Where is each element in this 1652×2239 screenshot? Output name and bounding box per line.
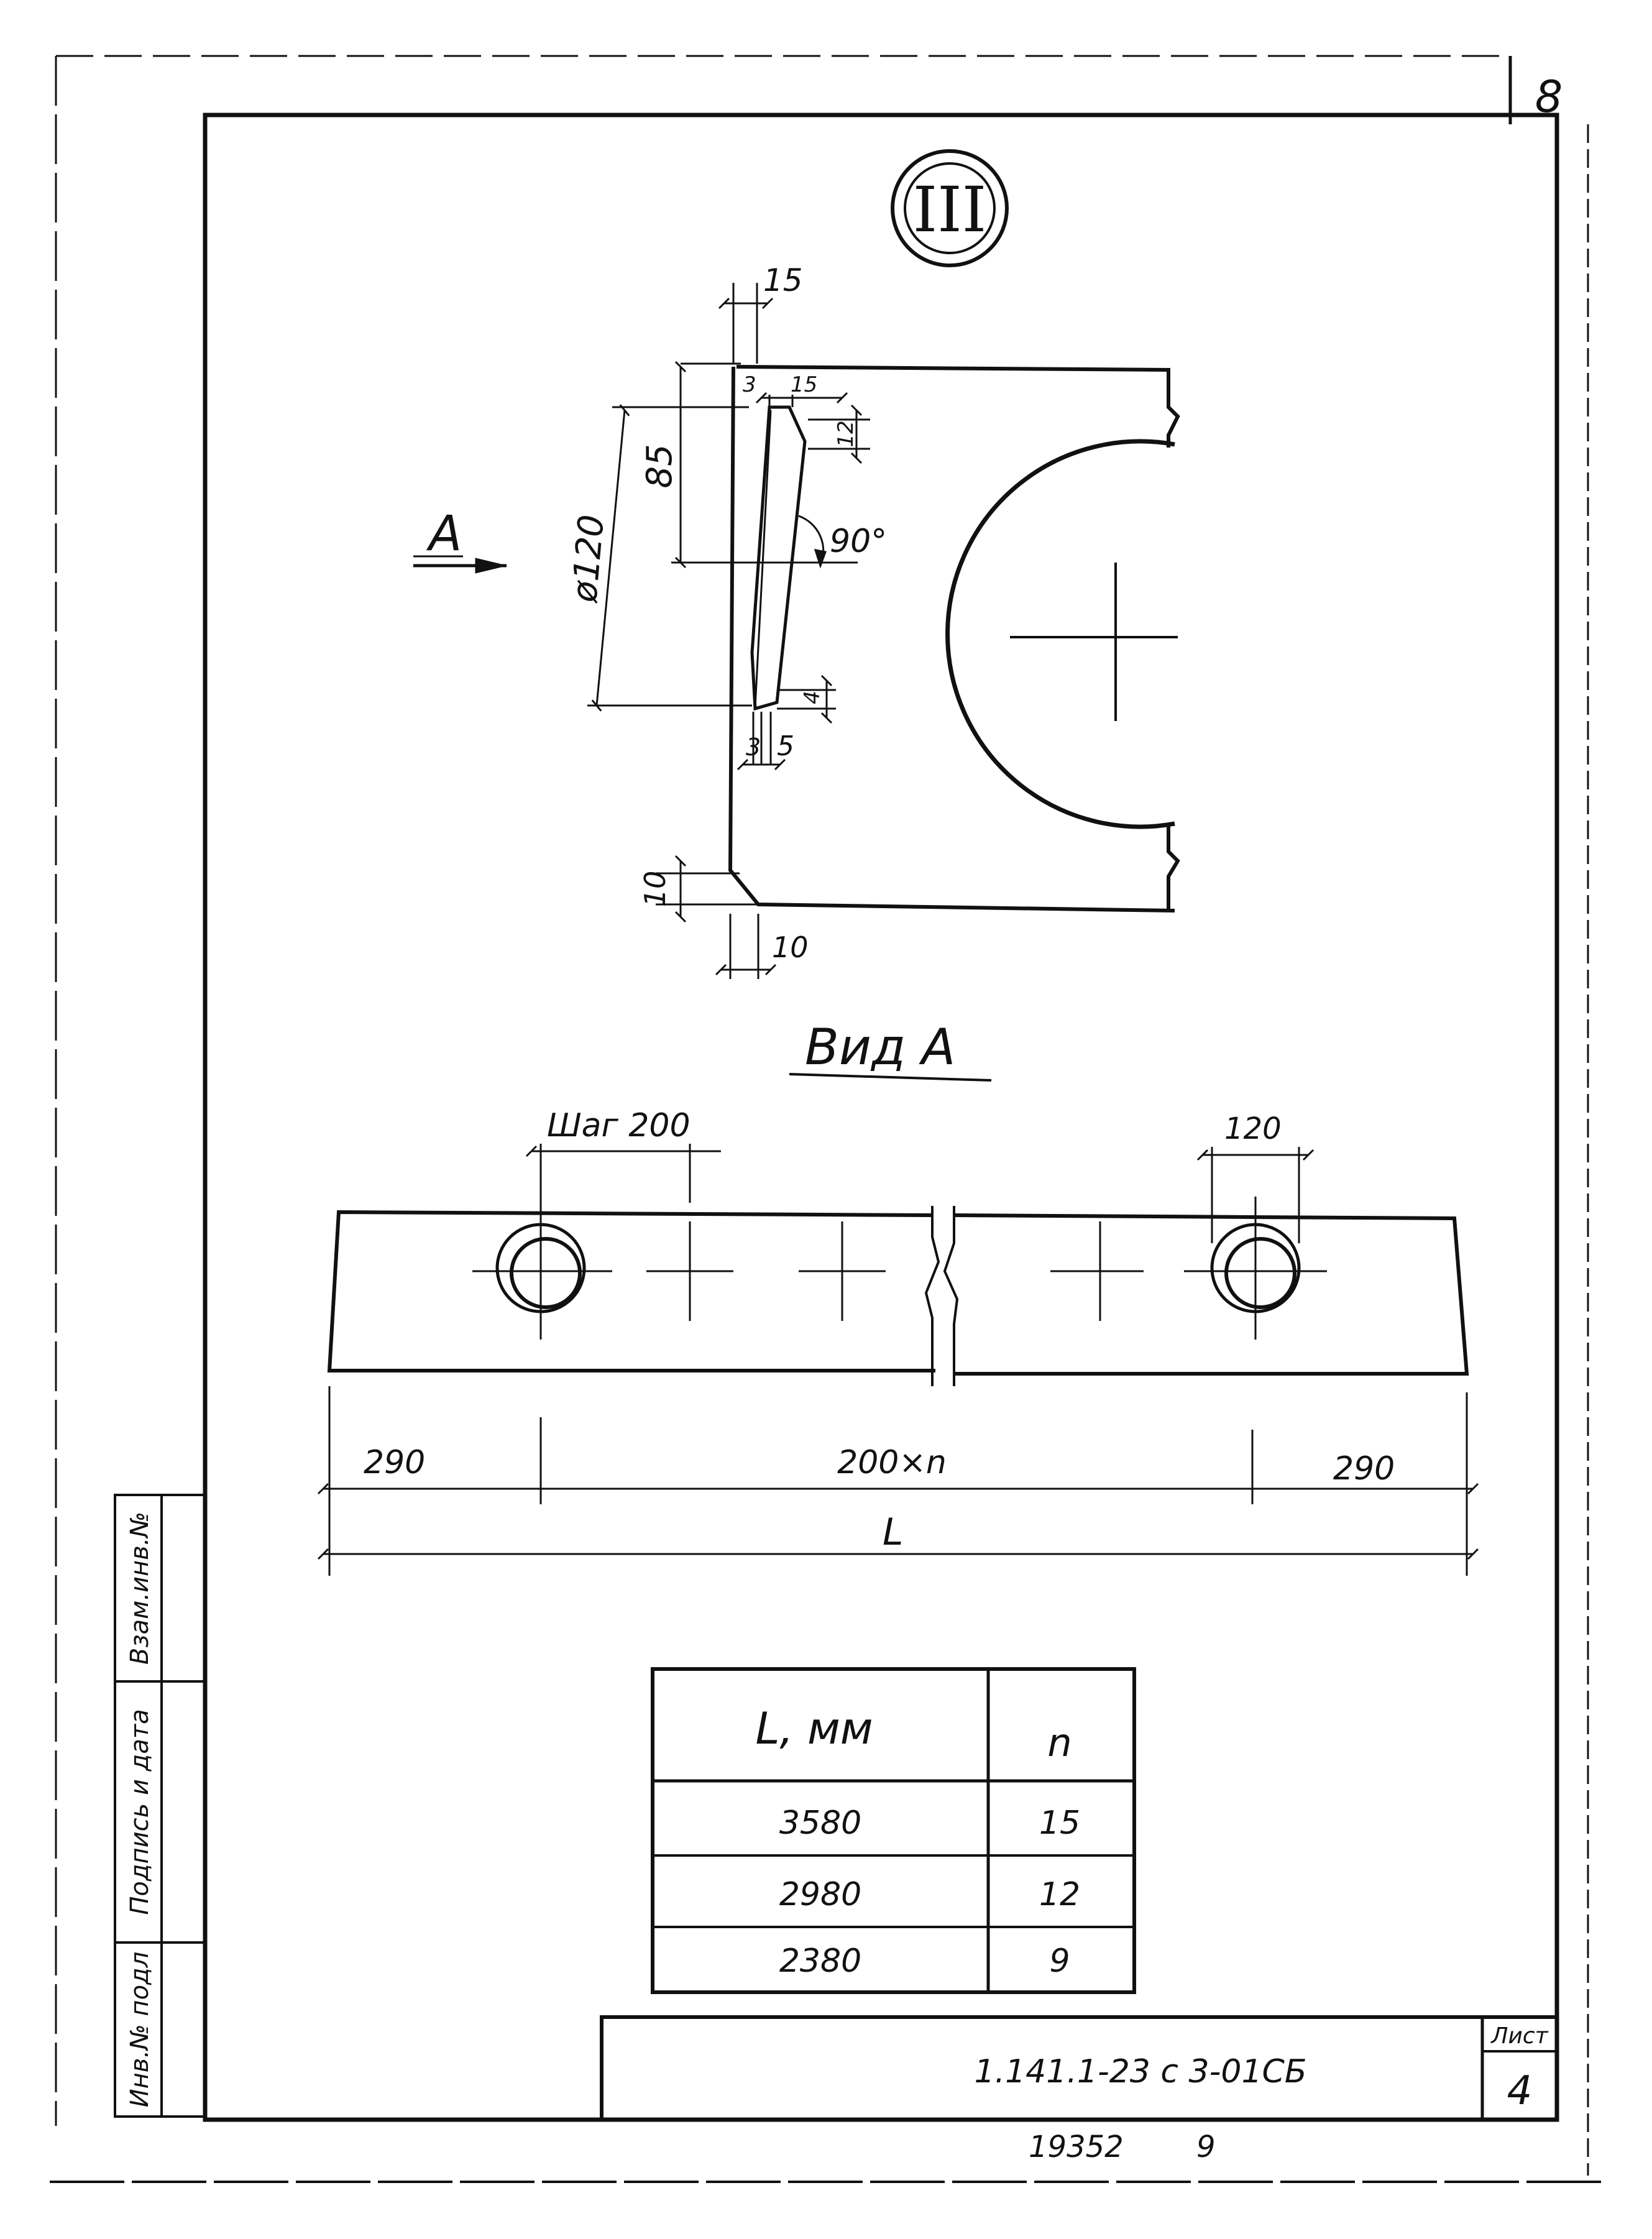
hole-diameter-dim: 120 (1224, 1111, 1282, 1146)
dim-3-bottom: 3 (746, 733, 761, 761)
dim-5: 5 (777, 730, 794, 762)
sheet-label: Лист (1490, 2023, 1548, 2049)
dim-3-top: 3 (743, 372, 756, 397)
bottom-number-2: 9 (1196, 2130, 1216, 2164)
dim-diameter-120: ø120 (564, 513, 612, 604)
dim-15-top: 15 (763, 262, 803, 298)
table-row-1-n: 15 (1039, 1805, 1080, 1842)
corner-sheet-number: 8 (1535, 71, 1563, 122)
table-row-3-n: 9 (1049, 1942, 1070, 1980)
dim-left-290: 290 (364, 1444, 425, 1481)
view-a-title-underline (789, 1073, 992, 1082)
stamp-signature-date: Подпись и дата (126, 1709, 154, 1915)
section-circle-mark (891, 149, 1009, 267)
table-row-3-L: 2380 (779, 1942, 861, 1980)
bottom-number-1: 19352 (1029, 2130, 1124, 2164)
title-block (600, 2015, 1559, 2122)
dim-4: 4 (800, 691, 825, 704)
section-circle-label: III (913, 173, 987, 246)
stamp-inventory-original: Инв.№ подл (126, 1952, 154, 2108)
view-a-beam (327, 1206, 1469, 1386)
dim-12: 12 (833, 420, 858, 447)
document-designation: 1.141.1-23 с 3-01СБ (974, 2053, 1306, 2090)
view-a-title: Вид А (805, 1018, 955, 1076)
view-a-arrow-label: A (426, 506, 462, 562)
slot-profile (750, 405, 807, 711)
sheet-frame (50, 55, 1604, 2183)
top-view-dimension-lines (587, 283, 870, 979)
table-row-1-L: 3580 (779, 1805, 861, 1842)
top-view-outline (728, 365, 1180, 913)
dim-10-vertical: 10 (638, 871, 672, 908)
side-stamp (114, 1494, 206, 2118)
view-a-center-marks (472, 1197, 1327, 1340)
table-row-2-L: 2980 (779, 1876, 861, 1913)
hole-center-cross (1010, 563, 1178, 721)
table-row-2-n: 12 (1039, 1876, 1080, 1913)
view-a-arrow (413, 558, 507, 574)
view-a-dimension-lines (317, 1144, 1479, 1576)
table-header-L: L, мм (755, 1703, 873, 1754)
dim-middle-200n: 200×n (837, 1444, 947, 1481)
dim-angle-90: 90° (830, 523, 887, 560)
sheet-number: 4 (1507, 2068, 1533, 2114)
table-header-n: n (1047, 1720, 1072, 1765)
dim-total-L: L (883, 1510, 903, 1554)
step-label: Шаг 200 (547, 1107, 691, 1144)
dimension-table (651, 1667, 1136, 1994)
view-a-holes (495, 1223, 1301, 1313)
dim-85: 85 (640, 444, 680, 488)
stamp-replacement-inventory: Взам.инв.№ (126, 1512, 154, 1665)
dim-right-290: 290 (1333, 1450, 1395, 1487)
dim-15-inner: 15 (791, 372, 817, 397)
dim-10-horizontal: 10 (772, 931, 809, 964)
